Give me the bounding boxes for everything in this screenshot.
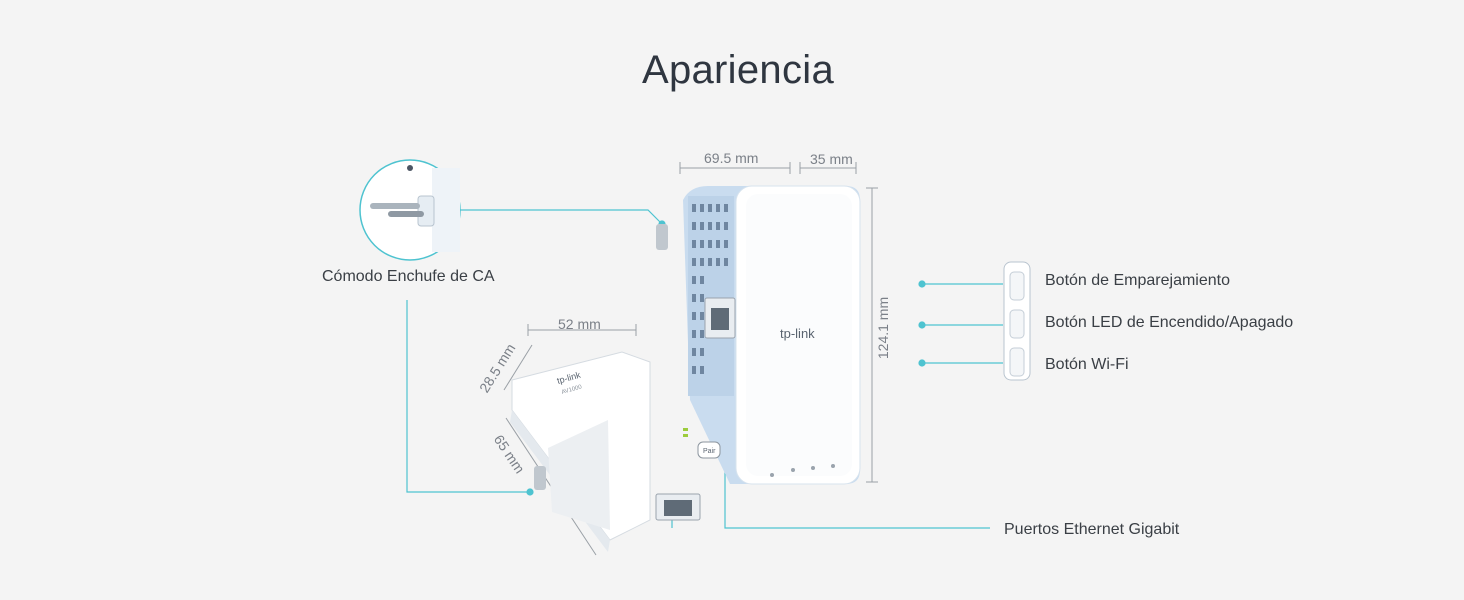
wifi-button-label: Botón Wi-Fi bbox=[1045, 356, 1129, 373]
plug-inset bbox=[359, 159, 461, 261]
button-strip bbox=[1003, 261, 1031, 381]
ethernet-label: Puertos Ethernet Gigabit bbox=[1004, 521, 1180, 538]
large-depth-dimension: 35 mm bbox=[810, 151, 853, 167]
pair-button-label: Botón de Emparejamiento bbox=[1045, 272, 1230, 289]
small-device-pair-label: Pair bbox=[703, 448, 716, 455]
small-width-dimension: 52 mm bbox=[558, 316, 601, 332]
led-button-label: Botón LED de Encendido/Apagado bbox=[1045, 314, 1294, 331]
large-powerline-device bbox=[656, 185, 861, 485]
large-device-brand: tp-link bbox=[780, 326, 815, 341]
page-title: Apariencia bbox=[641, 48, 834, 92]
large-width-dimension: 69.5 mm bbox=[704, 150, 759, 166]
large-height-dimension: 124.1 mm bbox=[875, 296, 892, 360]
small-device-model: AV1000 bbox=[561, 384, 583, 396]
plug-label: Cómodo Enchufe de CA bbox=[322, 268, 495, 285]
small-powerline-device bbox=[510, 351, 721, 552]
